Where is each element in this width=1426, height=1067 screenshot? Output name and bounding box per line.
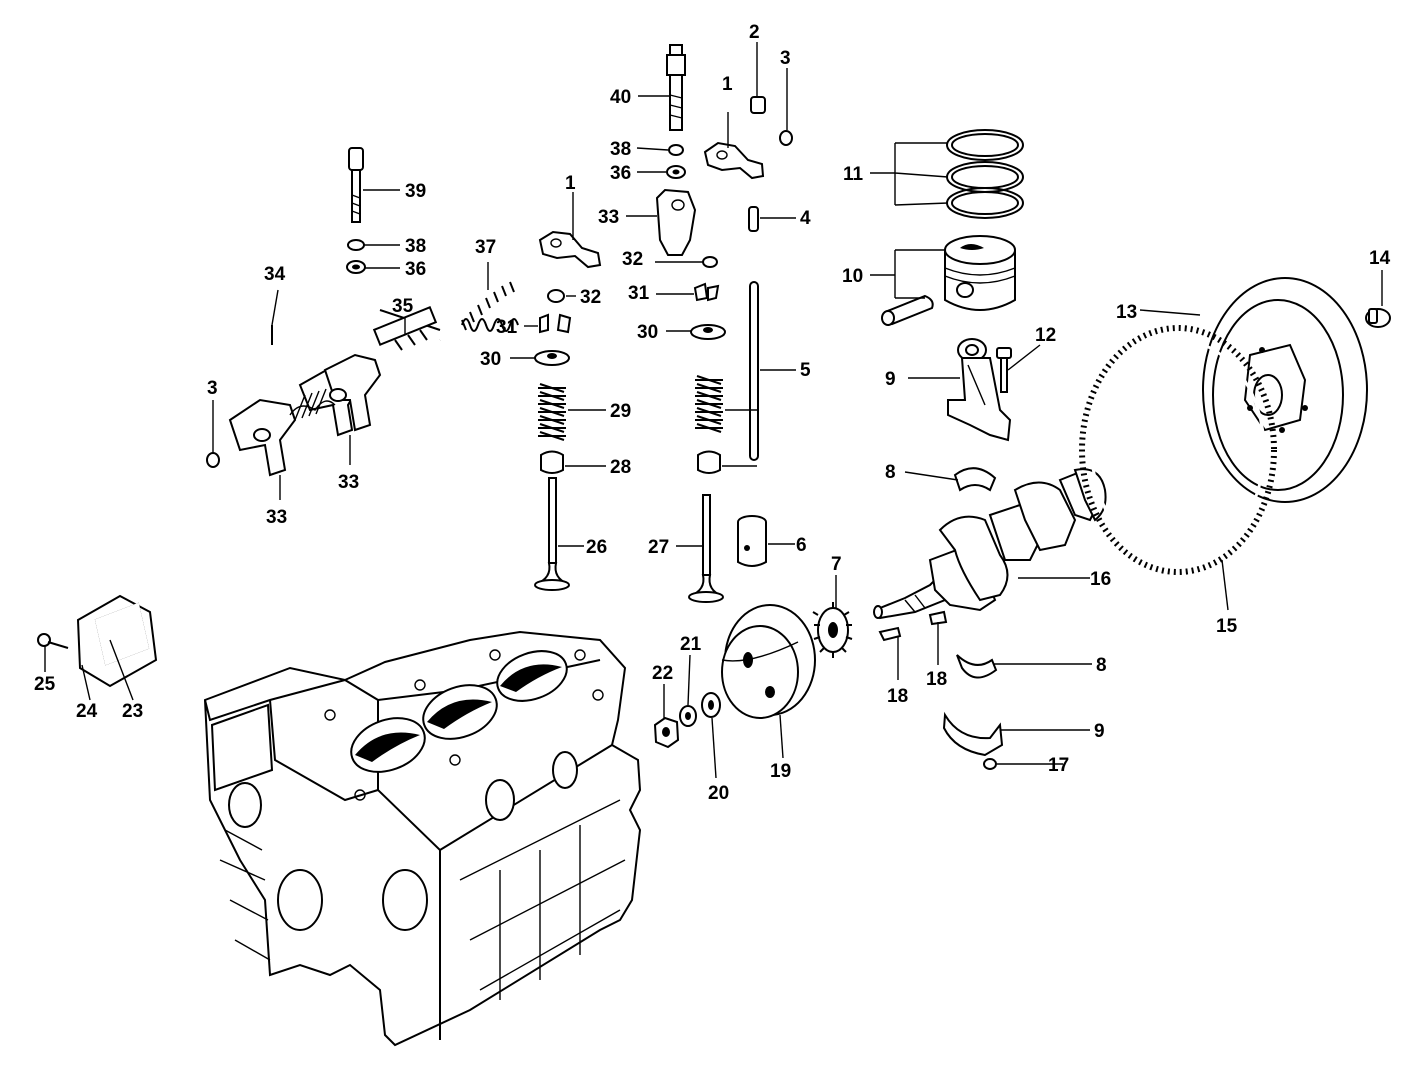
callout-25: 25 xyxy=(34,674,56,695)
callout-24: 24 xyxy=(76,701,98,722)
callout-2: 2 xyxy=(749,22,760,43)
ring-gear xyxy=(1079,325,1277,575)
callout-37: 37 xyxy=(475,237,496,258)
bearing-shell-upper xyxy=(953,467,997,492)
callout-13: 13 xyxy=(1116,302,1137,323)
callout-8-lower: 8 xyxy=(1096,655,1107,676)
callout-39: 39 xyxy=(405,181,426,202)
callout-1-top: 1 xyxy=(722,74,733,95)
rod-nut xyxy=(983,758,997,770)
callout-9-lower: 9 xyxy=(1094,721,1105,742)
push-rod xyxy=(749,281,759,461)
connecting-rod-cap xyxy=(942,711,1004,757)
callout-10: 10 xyxy=(842,266,863,287)
rocker-spring xyxy=(461,281,519,332)
callout-29: 29 xyxy=(610,401,631,422)
callout-11: 11 xyxy=(843,164,864,185)
callout-38-left: 38 xyxy=(405,236,426,257)
callout-1-mid: 1 xyxy=(565,173,576,194)
callout-36-center: 36 xyxy=(610,163,631,184)
callout-9-upper: 9 xyxy=(885,369,896,390)
head-bolt xyxy=(348,147,364,223)
callout-labels: 40 38 36 33 32 31 30 2 3 1 4 5 6 1 32 31… xyxy=(34,22,1391,804)
washer-38-left xyxy=(347,239,365,251)
callout-28: 28 xyxy=(610,457,631,478)
flywheel xyxy=(1202,277,1368,503)
rod-bolt xyxy=(996,347,1012,393)
callout-16: 16 xyxy=(1090,569,1111,590)
callout-40: 40 xyxy=(610,87,631,108)
rocker-arm-top xyxy=(703,141,765,180)
piston-pin xyxy=(881,294,934,326)
adjusting-screw xyxy=(748,206,759,232)
cover-bolt xyxy=(37,633,69,649)
callout-5: 5 xyxy=(800,360,811,381)
crank-gear xyxy=(812,602,853,658)
valve-cap xyxy=(750,96,766,114)
callout-7: 7 xyxy=(831,554,842,575)
callout-21: 21 xyxy=(680,634,702,655)
callout-34: 34 xyxy=(264,264,286,285)
callout-32-right: 32 xyxy=(622,249,643,270)
piston xyxy=(944,235,1016,311)
callout-38-center: 38 xyxy=(610,139,631,160)
valve-exhaust xyxy=(688,494,724,603)
crank-pulley xyxy=(721,604,816,719)
callout-3-top: 3 xyxy=(780,48,791,69)
callout-19: 19 xyxy=(770,761,791,782)
callout-31-right: 31 xyxy=(628,283,650,304)
rocker-support-center xyxy=(655,188,697,256)
stud xyxy=(666,44,686,131)
callout-30-left: 30 xyxy=(480,349,501,370)
crankshaft xyxy=(873,468,1107,620)
piston-rings xyxy=(946,129,1024,219)
callout-35: 35 xyxy=(392,296,414,317)
connecting-rod xyxy=(947,338,1012,442)
callout-33-right: 33 xyxy=(338,472,359,493)
cylinder-block xyxy=(203,630,642,1047)
callout-12: 12 xyxy=(1035,325,1056,346)
callout-15: 15 xyxy=(1216,616,1238,637)
callout-18-left: 18 xyxy=(887,686,908,707)
rocker-arm-mid xyxy=(538,230,602,269)
callout-14: 14 xyxy=(1369,248,1391,269)
callout-4: 4 xyxy=(800,208,811,229)
leader-lines xyxy=(44,42,1383,779)
callout-6: 6 xyxy=(796,535,807,556)
callout-23: 23 xyxy=(122,701,143,722)
callout-36-left: 36 xyxy=(405,259,426,280)
valve-spring-left xyxy=(538,383,566,441)
callout-18-right: 18 xyxy=(926,669,947,690)
tappet xyxy=(737,515,767,567)
valve-intake xyxy=(534,477,570,591)
callout-20: 20 xyxy=(708,783,729,804)
callout-8-upper: 8 xyxy=(885,462,896,483)
callout-30-right: 30 xyxy=(637,322,658,343)
callout-33-center: 33 xyxy=(598,207,619,228)
bearing-shell-lower xyxy=(956,654,998,679)
callout-26: 26 xyxy=(586,537,607,558)
side-cover xyxy=(76,594,158,688)
lock-nut xyxy=(779,130,793,146)
callout-27: 27 xyxy=(648,537,669,558)
flywheel-bolt xyxy=(1365,308,1391,328)
valve-spring-right xyxy=(695,375,723,433)
callout-3-left: 3 xyxy=(207,378,218,399)
callout-31-left: 31 xyxy=(496,317,518,338)
callout-32-left: 32 xyxy=(580,287,601,308)
callout-22: 22 xyxy=(652,663,673,684)
callout-17: 17 xyxy=(1048,755,1069,776)
callout-33-left: 33 xyxy=(266,507,287,528)
